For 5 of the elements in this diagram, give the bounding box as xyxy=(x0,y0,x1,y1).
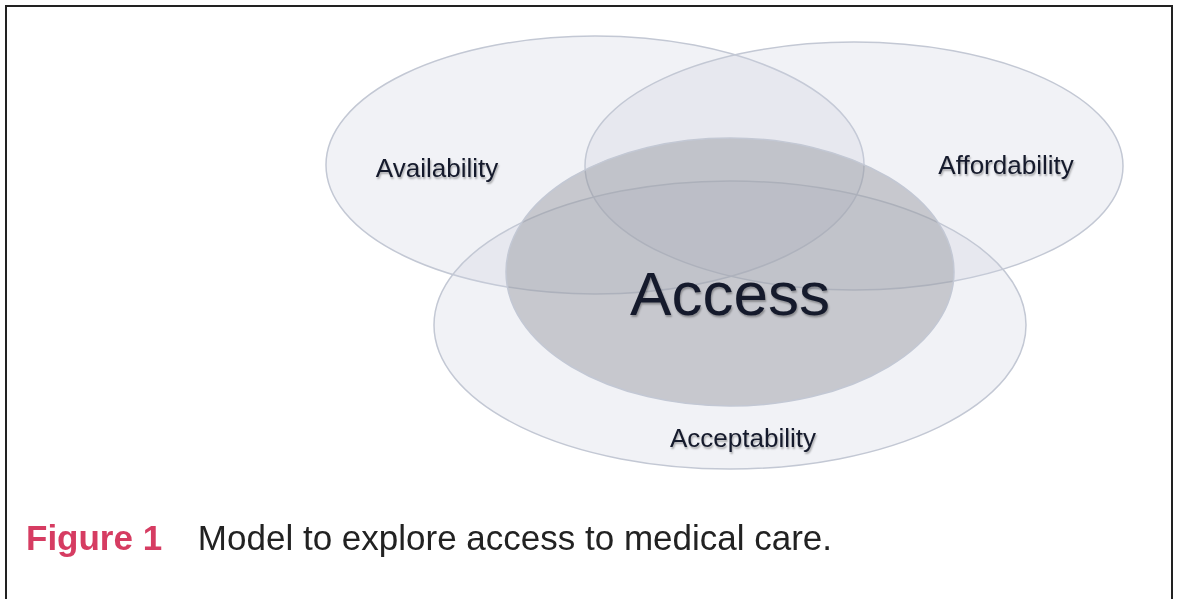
ellipse-label: Acceptability xyxy=(670,422,816,454)
figure-caption: Figure 1 Model to explore access to medical care. xyxy=(26,518,833,558)
center-label: Access xyxy=(630,257,830,329)
ellipse-label: Availability xyxy=(375,152,499,184)
ellipse-label: Affordability xyxy=(938,149,1074,181)
